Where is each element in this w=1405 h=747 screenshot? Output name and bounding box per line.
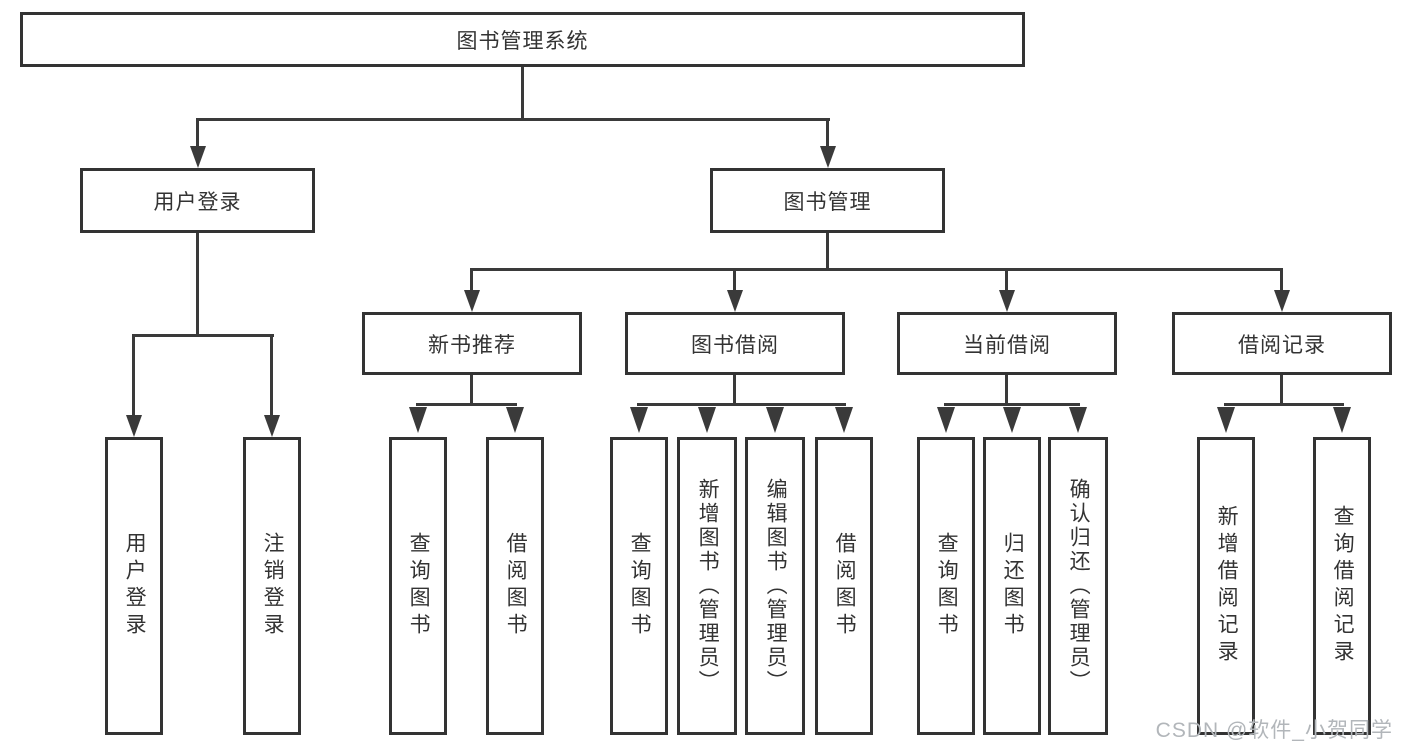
leaf-query-borrow-record-label: 查询借阅记录 [1331,505,1355,667]
node-borrow-record-label: 借阅记录 [1238,333,1326,357]
node-new-book-recommend: 新书推荐 [362,312,582,375]
node-borrow-record: 借阅记录 [1172,312,1392,375]
connector-line [470,375,473,405]
arrow-down-icon [999,290,1015,312]
arrow-down-icon [464,290,480,312]
node-root-label: 图书管理系统 [456,29,589,53]
leaf-add-book-admin-label: 新增图书（管理员） [696,478,720,694]
connector-line [196,233,199,335]
connector-line [1280,375,1283,405]
arrow-down-icon [835,407,853,433]
leaf-query-books-3-label: 查询图书 [935,532,959,640]
node-book-management-label: 图书管理 [783,190,872,214]
connector-line [733,375,736,405]
connector-line [637,403,846,406]
leaf-query-books-3: 查询图书 [917,437,975,735]
leaf-user-login: 用户登录 [105,437,163,735]
node-current-borrow-label: 当前借阅 [963,333,1051,357]
connector-line [196,118,830,121]
arrow-down-icon [630,407,648,433]
arrow-down-icon [1217,407,1235,433]
leaf-confirm-return-admin: 确认归还（管理员） [1048,437,1108,735]
connector-line [132,334,274,337]
arrow-down-icon [264,415,280,437]
leaf-edit-book-admin: 编辑图书（管理员） [745,437,805,735]
node-user-login: 用户登录 [80,168,315,233]
connector-line [1005,268,1008,292]
connector-line [270,334,273,417]
arrow-down-icon [1003,407,1021,433]
arrow-down-icon [1274,290,1290,312]
node-new-book-recommend-label: 新书推荐 [428,333,516,357]
connector-line [521,67,524,121]
node-current-borrow: 当前借阅 [897,312,1117,375]
connector-line [1280,268,1283,292]
leaf-borrow-books-2-label: 借阅图书 [833,532,857,640]
connector-line [733,268,736,292]
arrow-down-icon [937,407,955,433]
leaf-query-borrow-record: 查询借阅记录 [1313,437,1371,735]
connector-line [826,233,829,270]
arrow-down-icon [698,407,716,433]
connector-line [132,334,135,417]
connector-line [944,403,1080,406]
node-book-borrow-label: 图书借阅 [691,333,779,357]
leaf-borrow-books-2: 借阅图书 [815,437,873,735]
leaf-logout-label: 注销登录 [261,532,285,640]
arrow-down-icon [506,407,524,433]
leaf-query-books-2-label: 查询图书 [628,532,652,640]
connector-line [1005,375,1008,405]
leaf-borrow-books-1: 借阅图书 [486,437,544,735]
leaf-add-borrow-record-label: 新增借阅记录 [1215,505,1239,667]
leaf-query-books-1: 查询图书 [389,437,447,735]
connector-line [196,118,199,148]
node-user-login-label: 用户登录 [153,190,242,214]
node-root: 图书管理系统 [20,12,1025,67]
arrow-down-icon [409,407,427,433]
leaf-add-book-admin: 新增图书（管理员） [677,437,737,735]
leaf-return-book-label: 归还图书 [1001,532,1025,640]
leaf-confirm-return-admin-label: 确认归还（管理员） [1067,478,1091,694]
leaf-query-books-1-label: 查询图书 [407,532,431,640]
leaf-edit-book-admin-label: 编辑图书（管理员） [764,478,788,694]
connector-line [1224,403,1344,406]
connector-line [416,403,517,406]
node-book-management: 图书管理 [710,168,945,233]
leaf-logout: 注销登录 [243,437,301,735]
node-book-borrow: 图书借阅 [625,312,845,375]
arrow-down-icon [1069,407,1087,433]
arrow-down-icon [766,407,784,433]
connector-line [826,118,829,148]
connector-line [470,268,1283,271]
connector-line [470,268,473,292]
arrow-down-icon [727,290,743,312]
arrow-down-icon [126,415,142,437]
leaf-add-borrow-record: 新增借阅记录 [1197,437,1255,735]
leaf-query-books-2: 查询图书 [610,437,668,735]
csdn-watermark: CSDN @软件_小贺同学 [1155,719,1393,742]
leaf-user-login-label: 用户登录 [123,532,147,640]
arrow-down-icon [190,146,206,168]
arrow-down-icon [820,146,836,168]
leaf-borrow-books-1-label: 借阅图书 [504,532,528,640]
arrow-down-icon [1333,407,1351,433]
leaf-return-book: 归还图书 [983,437,1041,735]
